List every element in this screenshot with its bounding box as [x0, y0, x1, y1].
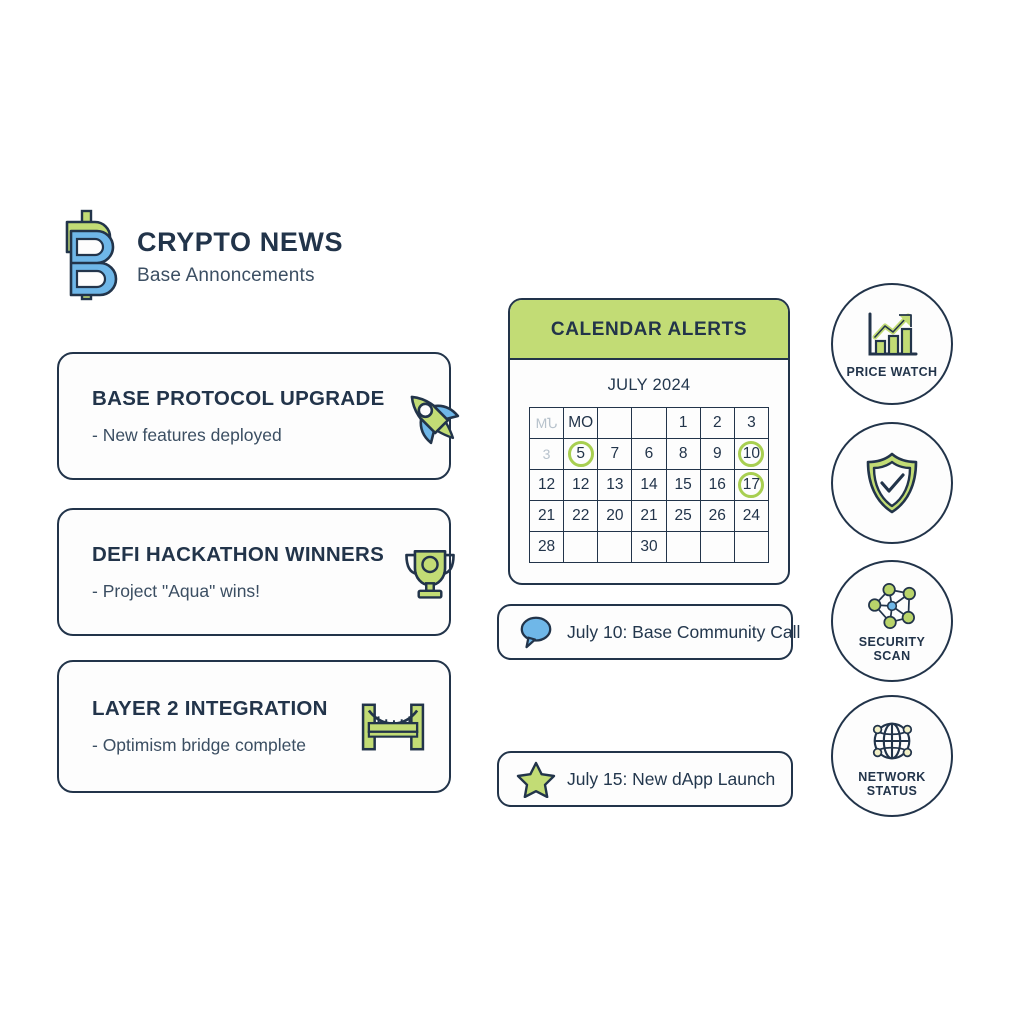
status-badge-shield-check[interactable] [831, 422, 953, 544]
brand-text-block: CRYPTO NEWS Base Annoncements [137, 223, 343, 287]
calendar-day-cell[interactable]: 8 [665, 438, 701, 470]
bridge-icon [355, 692, 431, 762]
calendar-day-cell[interactable]: 3 [528, 438, 565, 470]
network-nodes-icon [863, 580, 921, 632]
calendar-day-cell [631, 407, 667, 439]
speech-bubble-icon [515, 612, 557, 652]
calendar-day-label: 10 [738, 441, 765, 467]
news-column: CRYPTO NEWS Base Annoncements BASE PROTO… [57, 205, 459, 793]
calendar-day-cell[interactable]: 21 [528, 500, 565, 532]
event-item[interactable]: July 10: Base Community Call [497, 604, 800, 660]
calendar-day-cell[interactable]: 22 [563, 500, 599, 532]
calendar-day-cell [665, 531, 701, 563]
news-card-description: - Optimism bridge complete [92, 735, 306, 755]
calendar-day-cell [597, 531, 633, 563]
news-card-title: DEFI HACKATHON WINNERS [92, 542, 385, 566]
news-card[interactable]: DEFI HACKATHON WINNERS - Project "Aqua" … [57, 508, 455, 636]
calendar-day-cell[interactable]: 7 [597, 438, 633, 470]
base-bitcoin-b-logo-icon [57, 209, 119, 301]
calendar-day-label: 5 [567, 441, 594, 467]
news-card-body: LAYER 2 INTEGRATION - Optimism bridge co… [59, 697, 355, 756]
calendar-day-cell[interactable]: 9 [699, 438, 735, 470]
calendar-day-cell[interactable]: 2 [699, 407, 735, 439]
status-badge-label: NETWORK STATUS [858, 769, 926, 798]
calendar-day-cell[interactable]: 6 [631, 438, 667, 470]
calendar-day-highlighted[interactable]: 5 [563, 438, 599, 470]
trophy-icon [392, 537, 468, 607]
calendar-day-cell[interactable]: 3 [733, 407, 770, 439]
star-icon [515, 759, 557, 799]
globe-icon [863, 715, 921, 767]
news-card-body: BASE PROTOCOL UPGRADE - New features dep… [59, 387, 393, 446]
calendar-day-cell[interactable]: 1 [665, 407, 701, 439]
page-title: CRYPTO NEWS [137, 226, 344, 257]
calendar-day-cell[interactable]: 13 [597, 469, 633, 501]
calendar-day-cell[interactable]: 21 [631, 500, 667, 532]
status-badge-security-scan[interactable]: SECURITY SCAN [831, 560, 953, 682]
status-badge-label: SECURITY SCAN [858, 634, 926, 663]
calendar-day-cell[interactable]: 25 [665, 500, 701, 532]
calendar-day-highlighted[interactable]: 17 [733, 469, 770, 501]
news-card-title: BASE PROTOCOL UPGRADE [92, 386, 385, 410]
event-label: July 10: Base Community Call [567, 621, 801, 642]
calendar-day-cell [597, 407, 633, 439]
news-card-body: DEFI HACKATHON WINNERS - Project "Aqua" … [59, 543, 392, 602]
calendar-day-cell[interactable]: 24 [733, 500, 770, 532]
news-card-description: - Project "Aqua" wins! [92, 580, 261, 601]
calendar-week-row: 28 30 [528, 531, 770, 563]
bar-chart-growth-icon [863, 310, 921, 362]
calendar-day-cell[interactable]: MO [563, 407, 599, 439]
calendar-day-cell[interactable]: 30 [631, 531, 667, 563]
shield-check-icon [859, 450, 925, 516]
calendar-day-cell[interactable]: 15 [665, 469, 701, 501]
status-badge-price-watch[interactable]: PRICE WATCH [831, 283, 953, 405]
calendar-day-cell [733, 531, 770, 563]
news-card-title: LAYER 2 INTEGRATION [92, 697, 328, 720]
calendar-day-cell [563, 531, 599, 563]
calendar-day-cell[interactable]: MՆ [528, 407, 565, 439]
news-card-description: - New features deployed [92, 424, 282, 445]
calendar-day-cell[interactable]: 28 [528, 531, 565, 563]
status-badge-label: PRICE WATCH [846, 364, 938, 379]
brand-header: CRYPTO NEWS Base Annoncements [57, 205, 457, 305]
calendar-day-cell[interactable]: 26 [699, 500, 735, 532]
status-badge-network-status[interactable]: NETWORK STATUS [831, 695, 953, 817]
event-label: July 15: New dApp Launch [567, 768, 776, 789]
calendar-month-label: JULY 2024 [607, 376, 691, 394]
calendar-day-label: 17 [738, 472, 765, 498]
rocket-icon [393, 381, 469, 451]
calendar-day-highlighted[interactable]: 10 [733, 438, 770, 470]
calendar-day-cell [699, 531, 735, 563]
calendar-day-cell[interactable]: 12 [528, 469, 565, 501]
calendar-header-title: CALENDAR ALERTS [510, 300, 788, 360]
news-card[interactable]: LAYER 2 INTEGRATION - Optimism bridge co… [57, 660, 451, 793]
calendar-day-cell[interactable]: 14 [631, 469, 667, 501]
news-card[interactable]: BASE PROTOCOL UPGRADE - New features dep… [57, 352, 459, 480]
calendar-day-cell[interactable]: 16 [699, 469, 735, 501]
page-subtitle: Base Annoncements [137, 265, 315, 287]
event-item[interactable]: July 15: New dApp Launch [497, 751, 793, 807]
calendar-day-cell[interactable]: 20 [597, 500, 633, 532]
calendar-day-cell[interactable]: 12 [563, 469, 599, 501]
